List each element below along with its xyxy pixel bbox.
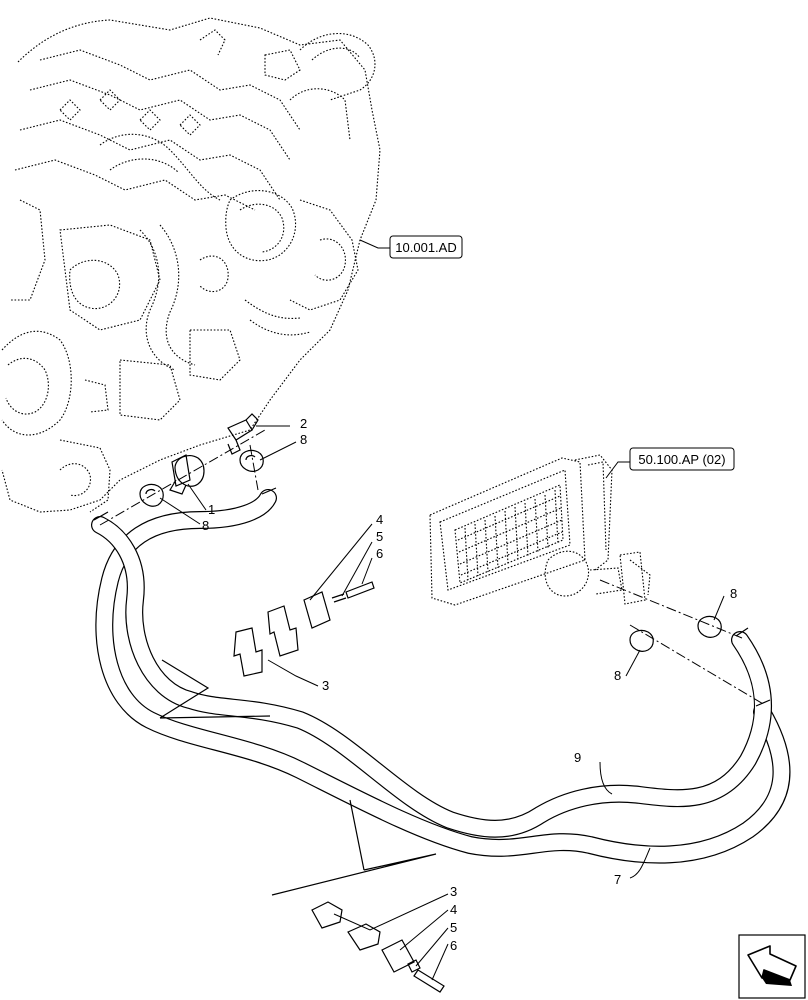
bracket-group-upper: [233, 581, 375, 677]
callout-labels: 1 2 8 8 4 5 6 3 8 8 9 7 3 4 5 6: [202, 416, 737, 953]
leaders: [159, 239, 725, 981]
fitting-2: [227, 413, 259, 455]
engine-assembly: [1, 17, 381, 513]
callout-6-upper: 6: [376, 546, 383, 561]
centerline-left: [99, 429, 266, 526]
clamp-8-right-upper: [697, 615, 722, 638]
callout-1: 1: [208, 502, 215, 517]
callout-8-right-lower: 8: [614, 668, 621, 683]
callout-8-top: 8: [300, 432, 307, 447]
callout-8-right-upper: 8: [730, 586, 737, 601]
next-page-arrow-icon[interactable]: [738, 934, 806, 999]
clamp-8-top: [239, 449, 264, 472]
clamp-8-left: [139, 483, 164, 507]
clamp-8-right-lower: [629, 629, 654, 652]
callout-2: 2: [300, 416, 307, 431]
hose-9: [91, 516, 772, 838]
ref-heater-label: 50.100.AP (02): [638, 452, 725, 467]
callout-8-left: 8: [202, 518, 209, 533]
callout-4-lower: 4: [450, 902, 457, 917]
ref-box-engine[interactable]: 10.001.AD: [389, 235, 463, 259]
callout-9: 9: [574, 750, 581, 765]
break-mark-lower: [271, 799, 437, 896]
callout-5-upper: 5: [376, 529, 383, 544]
fitting-1: [169, 454, 205, 495]
callout-3-upper: 3: [322, 678, 329, 693]
ref-box-heater[interactable]: 50.100.AP (02): [629, 447, 735, 471]
bracket-group-lower: [311, 901, 445, 993]
callout-4-upper: 4: [376, 512, 383, 527]
callout-3-lower: 3: [450, 884, 457, 899]
callout-5-lower: 5: [450, 920, 457, 935]
hose-ends: [93, 487, 771, 707]
centerline-right-upper: [599, 579, 743, 639]
callout-6-lower: 6: [450, 938, 457, 953]
centerline-top: [249, 444, 259, 491]
heater-core: [429, 454, 651, 606]
break-mark-upper: [159, 659, 271, 719]
callout-7: 7: [614, 872, 621, 887]
ref-engine-label: 10.001.AD: [395, 240, 456, 255]
